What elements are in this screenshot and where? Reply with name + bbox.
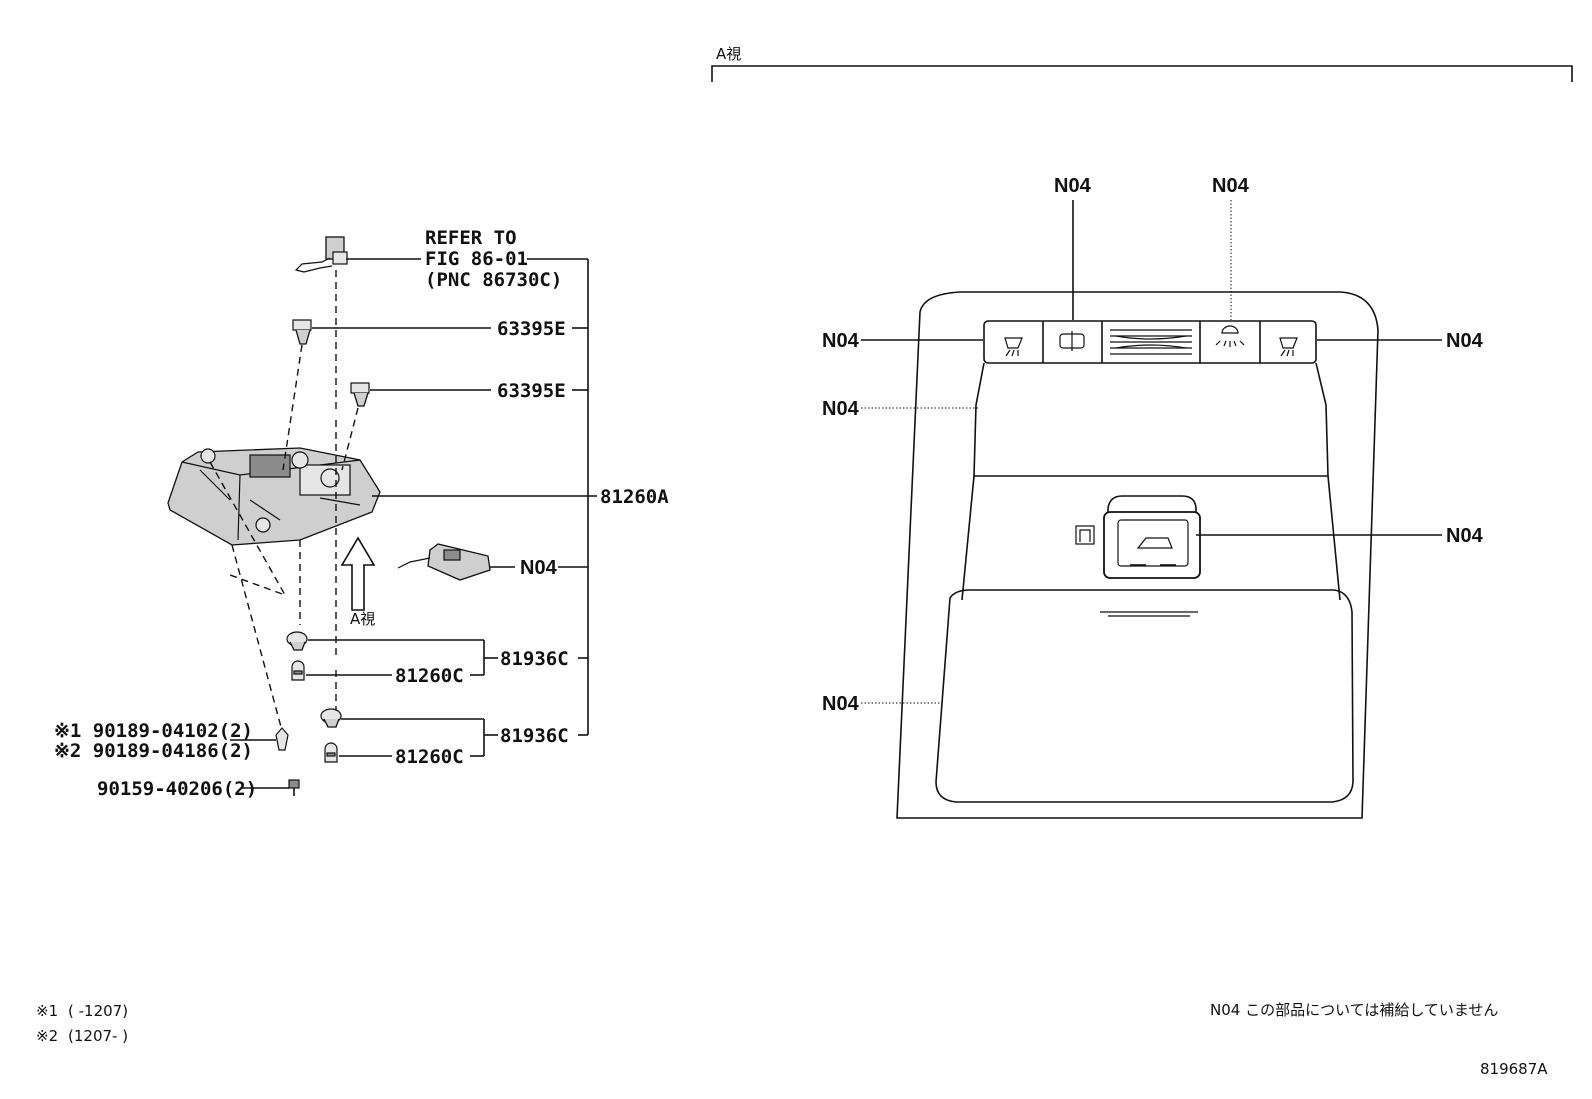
clip-part-2 bbox=[350, 382, 370, 407]
socket-part-1 bbox=[286, 631, 308, 651]
note-1-text: ( -1207) bbox=[68, 1002, 128, 1020]
sunroof-switch bbox=[1103, 495, 1201, 579]
connector-part bbox=[294, 236, 348, 273]
callout-top-left: N04 bbox=[1054, 175, 1092, 197]
view-a-bracket bbox=[711, 65, 1573, 82]
bulb-part-2 bbox=[324, 742, 338, 763]
refer-line-3: (PNC 86730C) bbox=[425, 269, 562, 291]
lamp-assy-label: 81260A bbox=[600, 486, 669, 508]
bulb-2-label: 81260C bbox=[395, 746, 464, 768]
callout-left-middle: N04 bbox=[822, 398, 860, 420]
sunglass-holder-lid bbox=[935, 589, 1354, 803]
callout-right-middle: N04 bbox=[1446, 525, 1484, 547]
note-2-text: (1207- ) bbox=[68, 1027, 128, 1045]
bolt-label: 90159-40206(2) bbox=[97, 778, 257, 800]
map-light-right-icon bbox=[1279, 337, 1298, 357]
callout-top-right: N04 bbox=[1212, 175, 1250, 197]
bracket-label: N04 bbox=[520, 557, 558, 579]
socket-2-label: 81936C bbox=[500, 725, 569, 747]
note-1-mark: ※1 bbox=[36, 1002, 58, 1020]
refer-line-2: FIG 86-01 bbox=[425, 248, 528, 270]
screw-part bbox=[275, 727, 289, 751]
clip-2-label: 63395E bbox=[497, 380, 566, 402]
bracket-part bbox=[397, 543, 491, 581]
clip-1-label: 63395E bbox=[497, 318, 566, 340]
screw-2-label: ※2 90189-04186(2) bbox=[54, 740, 253, 762]
supply-note: N04 この部品については補給していません bbox=[1210, 1001, 1498, 1019]
refer-line-1: REFER TO bbox=[425, 227, 517, 249]
socket-part-2 bbox=[320, 708, 342, 728]
bulb-1-label: 81260C bbox=[395, 665, 464, 687]
console-outer-frame bbox=[896, 291, 1379, 819]
bolt-part bbox=[288, 779, 300, 796]
lamp-assembly bbox=[167, 447, 381, 546]
callout-left-lower: N04 bbox=[822, 693, 860, 715]
indicator-icon bbox=[1075, 525, 1095, 545]
socket-1-label: 81936C bbox=[500, 648, 569, 670]
view-a-title: A視 bbox=[716, 45, 741, 63]
figure-id: 819687A bbox=[1480, 1060, 1548, 1078]
view-a-arrow-label: A視 bbox=[350, 610, 375, 628]
note-2-mark: ※2 bbox=[36, 1027, 58, 1045]
vent-grille bbox=[1110, 329, 1192, 355]
room-light-icon bbox=[1215, 325, 1245, 347]
callout-right-upper: N04 bbox=[1446, 330, 1484, 352]
upper-trim-panel bbox=[973, 362, 1329, 477]
callout-left-upper: N04 bbox=[822, 330, 860, 352]
map-light-left-icon bbox=[1004, 337, 1023, 357]
view-a-arrow bbox=[340, 536, 376, 611]
door-lamp-icon bbox=[1059, 331, 1085, 351]
bulb-part-1 bbox=[291, 660, 305, 681]
clip-part-1 bbox=[292, 319, 312, 345]
screw-1-label: ※1 90189-04102(2) bbox=[54, 720, 253, 742]
